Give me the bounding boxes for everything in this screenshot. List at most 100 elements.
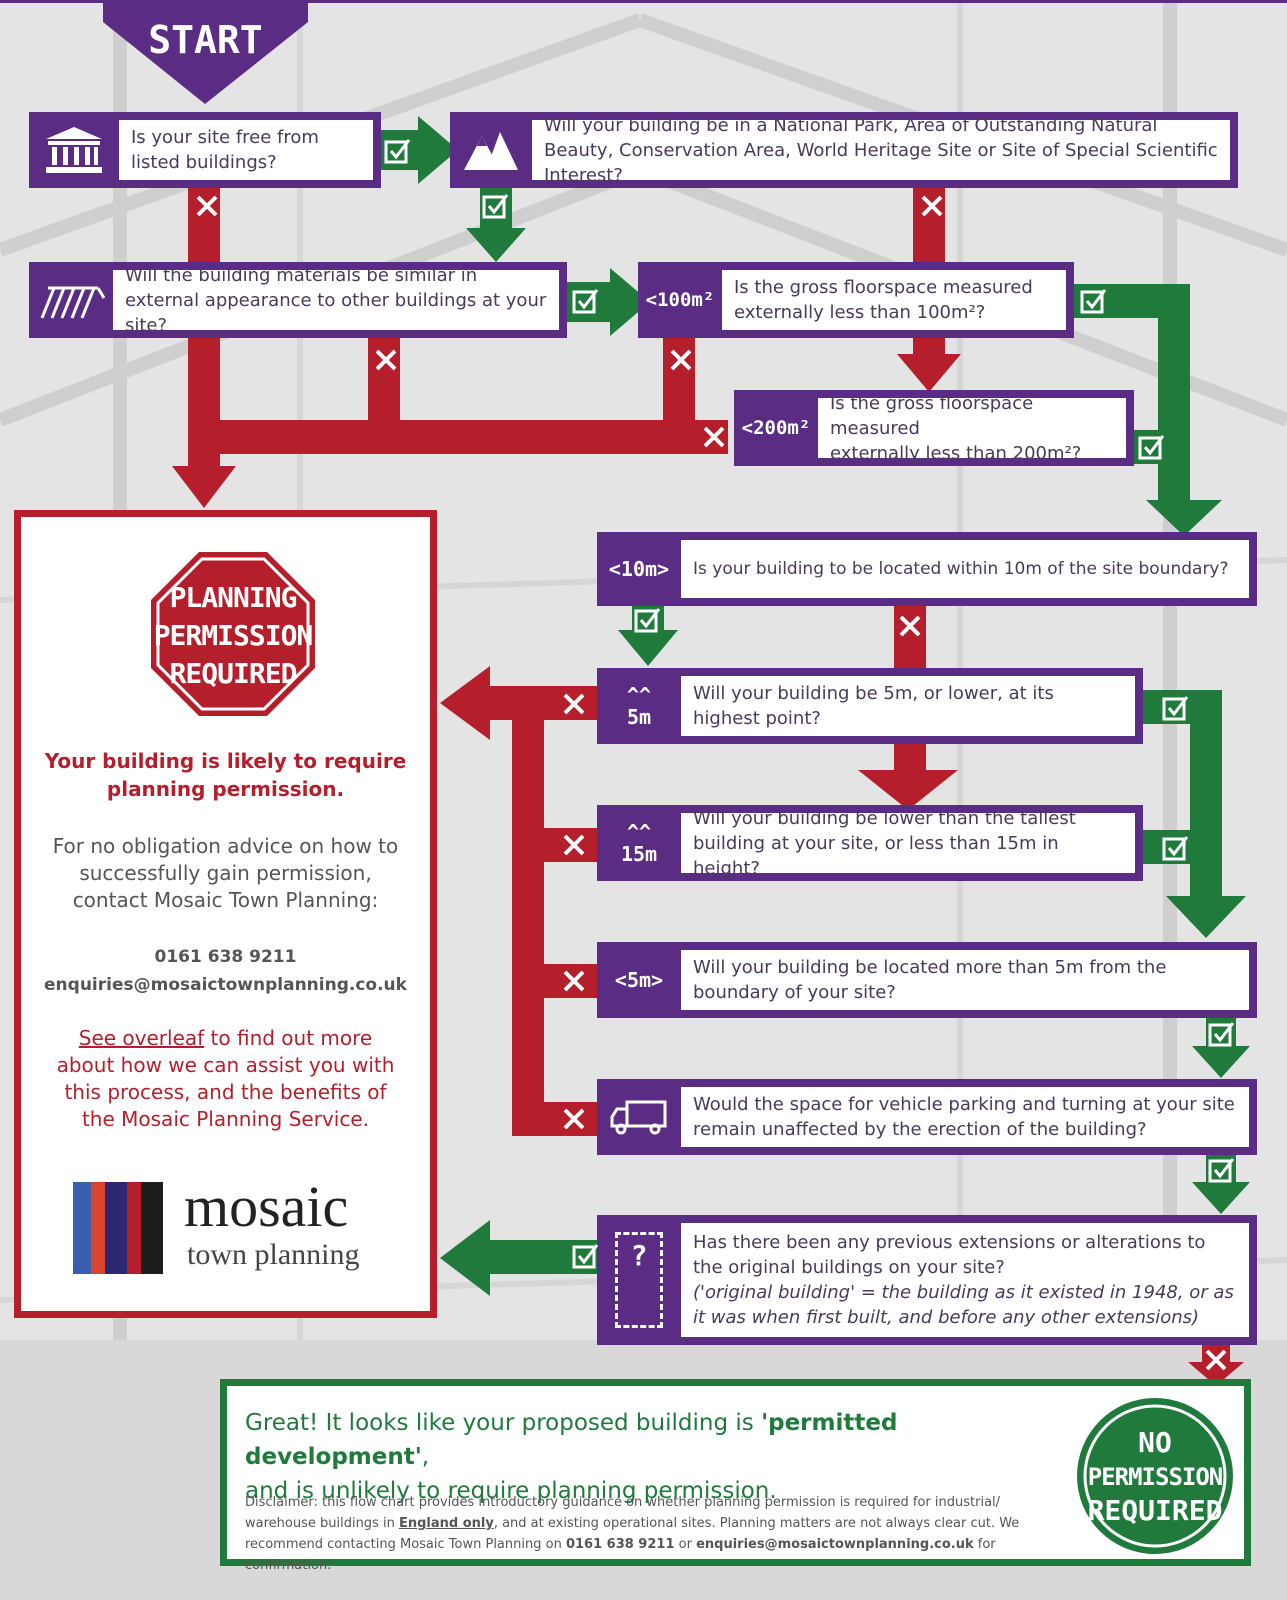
yes-check-icon xyxy=(1162,836,1189,861)
arrow-to-q3 xyxy=(466,228,526,262)
question-vehicle-parking-text: Would the space for vehicle parking and … xyxy=(681,1087,1249,1147)
truck-icon xyxy=(597,1079,681,1155)
roof-materials-icon xyxy=(29,262,113,338)
no-cross-icon xyxy=(563,1108,585,1130)
boundary-5m-label: <5m> xyxy=(614,968,664,992)
yes-check-icon xyxy=(384,139,411,164)
no-cross-icon xyxy=(563,693,585,715)
floorspace-100-label: <100m² xyxy=(645,289,715,311)
question-materials: Will the building materials be similar i… xyxy=(29,262,567,338)
no-cross-icon xyxy=(375,349,397,371)
contact-phone: 0161 638 9211 xyxy=(154,947,297,967)
contact-details: 0161 638 9211 enquiries@mosaictownplanni… xyxy=(21,943,430,999)
question-boundary-5m-text: Will your building be located more than … xyxy=(681,950,1249,1010)
yes-check-icon xyxy=(1138,435,1165,460)
no-permission-badge-icon xyxy=(1077,1398,1233,1554)
mountain-icon xyxy=(450,112,532,188)
boundary-10m-label: <10m> xyxy=(608,557,670,581)
permission-required-panel: PLANNING PERMISSION REQUIRED Your buildi… xyxy=(14,510,437,1318)
question-boundary-10m: <10m> Is your building to be located wit… xyxy=(597,532,1257,606)
start-arrow xyxy=(103,0,308,104)
england-only-link[interactable]: England only xyxy=(398,1516,494,1531)
question-materials-text: Will the building materials be similar i… xyxy=(113,265,559,336)
listed-building-icon xyxy=(29,112,119,188)
required-headline: Your building is likely to require plann… xyxy=(44,749,407,801)
extension-icon: ? xyxy=(597,1215,681,1345)
yes-check-icon xyxy=(1208,1158,1235,1183)
no-cross-icon xyxy=(703,426,725,448)
yes-check-icon xyxy=(1080,289,1107,314)
arrow-to-required-panel xyxy=(172,466,236,508)
yes-check-icon xyxy=(1208,1022,1235,1047)
arrow-to-required-panel-3 xyxy=(440,1220,490,1296)
original-building-note: ('original building' = the building as i… xyxy=(693,1282,1234,1328)
question-boundary-5m: <5m> Will your building be located more … xyxy=(597,942,1257,1018)
question-vehicle-parking: Would the space for vehicle parking and … xyxy=(597,1079,1257,1155)
connector-red-bus xyxy=(188,420,728,454)
question-protected-area: Will your building be in a National Park… xyxy=(450,112,1238,188)
height-5m-label: ^^5m xyxy=(626,683,652,729)
start-label: START xyxy=(148,18,263,62)
permitted-development-message: Great! It looks like your proposed build… xyxy=(245,1410,898,1504)
arrow-to-q2 xyxy=(418,116,458,184)
no-cross-icon xyxy=(899,615,921,637)
yes-check-icon xyxy=(572,289,599,314)
arrow-to-q10 xyxy=(1192,1046,1250,1078)
disclaimer: Disclaimer: this flow chart provides int… xyxy=(245,1495,1020,1573)
no-cross-icon xyxy=(563,970,585,992)
required-advice: For no obligation advice on how to succe… xyxy=(52,834,399,912)
arrow-to-not-required xyxy=(1188,1362,1244,1386)
floorspace-200-label: <200m² xyxy=(741,417,811,439)
yes-check-icon xyxy=(634,608,661,633)
stop-sign-icon xyxy=(151,552,315,716)
arrow-to-required-panel-2 xyxy=(440,666,490,740)
connector-q9-no xyxy=(528,964,600,998)
mosaic-logo-word: mosaic xyxy=(184,1174,349,1239)
arrow-to-q11 xyxy=(1192,1182,1250,1214)
question-previous-extensions: ? Has there been any previous extensions… xyxy=(597,1215,1257,1345)
no-permission-badge-text: NO PERMISSION REQUIRED xyxy=(1087,1426,1224,1527)
yes-check-icon xyxy=(572,1244,599,1269)
no-cross-icon xyxy=(196,195,218,217)
question-protected-area-text: Will your building be in a National Park… xyxy=(532,115,1230,186)
arrow-to-q8 xyxy=(858,770,958,810)
connector-q10-no xyxy=(512,1102,600,1136)
height-15m-label: ^^15m xyxy=(620,820,658,866)
permitted-development-panel: Great! It looks like your proposed build… xyxy=(220,1379,1251,1573)
connector-green-right-2 xyxy=(1190,690,1222,898)
no-cross-icon xyxy=(670,349,692,371)
connector-q8-no xyxy=(528,828,600,862)
stop-sign-text: PLANNING PERMISSION REQUIRED xyxy=(153,581,314,690)
mosaic-logo-icon xyxy=(73,1182,163,1274)
question-height-5m-text: Will your building be 5m, or lower, at i… xyxy=(681,676,1135,736)
arrow-to-q9 xyxy=(1166,896,1246,938)
connector-red-trunk xyxy=(512,686,544,1126)
arrow-to-q4 xyxy=(610,268,650,336)
arrow-to-q6 xyxy=(1146,500,1222,536)
question-previous-extensions-text: Has there been any previous extensions o… xyxy=(681,1223,1249,1337)
question-listed-buildings: Is your site free from listed buildings? xyxy=(29,112,381,188)
disclaimer-email[interactable]: enquiries@mosaictownplanning.co.uk xyxy=(696,1537,974,1552)
arrow-to-q5 xyxy=(897,354,961,392)
no-cross-icon xyxy=(1205,1349,1227,1371)
question-listed-buildings-text: Is your site free from listed buildings? xyxy=(119,120,373,180)
question-height-15m-text: Will your building be lower than the tal… xyxy=(681,808,1135,879)
connector-q11-no xyxy=(1202,1344,1230,1362)
yes-check-icon xyxy=(482,194,509,219)
connector-green-right-1 xyxy=(1158,284,1190,504)
question-height-5m: ^^5m Will your building be 5m, or lower,… xyxy=(597,668,1143,744)
yes-check-icon xyxy=(1162,696,1189,721)
question-height-15m: ^^15m Will your building be lower than t… xyxy=(597,805,1143,881)
overleaf-text: See overleaf to find out more about how … xyxy=(56,1026,395,1131)
see-overleaf-link[interactable]: See overleaf xyxy=(78,1026,205,1050)
contact-email[interactable]: enquiries@mosaictownplanning.co.uk xyxy=(44,975,407,995)
arrow-to-q7 xyxy=(618,630,678,666)
no-cross-icon xyxy=(563,834,585,856)
no-cross-icon xyxy=(921,195,943,217)
mosaic-logo-subtitle: town planning xyxy=(187,1238,360,1271)
question-boundary-10m-text: Is your building to be located within 10… xyxy=(681,540,1249,598)
